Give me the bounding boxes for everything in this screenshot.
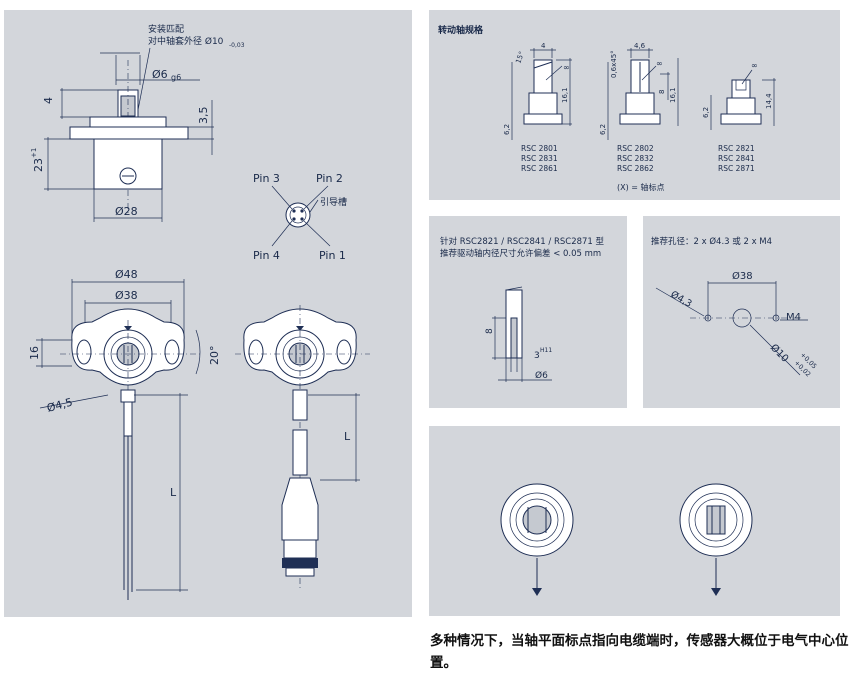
g3-model-1: RSC 2821 xyxy=(718,144,755,153)
g1-dim-a: 4 xyxy=(541,42,546,50)
g2-dim-a: 4,6 xyxy=(634,42,646,50)
dim-4: 4 xyxy=(42,97,55,104)
fit-note-tol: -0,03 xyxy=(229,42,245,49)
g3-dim-d: 14,4 xyxy=(765,93,773,109)
bottom-note: 多种情况下，当轴平面标点指向电缆端时，传感器大概位于电气中心位置。 xyxy=(430,633,849,671)
dim-shaft-fit: g6 xyxy=(171,73,181,82)
g2-model-3: RSC 2862 xyxy=(617,164,654,173)
g2-dim-b: 0,6x45° xyxy=(610,50,618,78)
mount-dim-4-3: Ø4,3 xyxy=(669,289,694,310)
coupling-dim-H11: H11 xyxy=(540,347,552,354)
shaft-panel-title: 转动轴规格 xyxy=(438,24,484,36)
mount-dim-M4: M4 xyxy=(786,312,801,323)
dim-shaft-dia: Ø6 xyxy=(152,68,168,81)
g3-dim-c: 6,2 xyxy=(702,107,710,118)
g2-dim-e: 16,1 xyxy=(669,87,677,103)
g3-model-3: RSC 2871 xyxy=(718,164,755,173)
dim-16: 16 xyxy=(28,346,41,360)
g1-model-1: RSC 2801 xyxy=(521,144,558,153)
g3-model-2: RSC 2841 xyxy=(718,154,755,163)
g2-model-1: RSC 2802 xyxy=(617,144,654,153)
coupling-panel xyxy=(429,216,627,408)
coupling-line-2: 推荐驱动轴内径尺寸允许偏差 < 0.05 mm xyxy=(440,248,601,259)
pin-1-label: Pin 1 xyxy=(319,249,346,262)
g2-dim-c: 6,2 xyxy=(599,124,607,135)
dim-23: 23 xyxy=(32,158,45,172)
guide-groove-label: 引导槽 xyxy=(320,196,347,208)
dim-L: L xyxy=(170,486,177,499)
pin-3-label: Pin 3 xyxy=(253,172,280,185)
shaft-legend: (X) = 轴标点 xyxy=(617,182,665,192)
mounting-hole-panel xyxy=(643,216,840,408)
front-view: Ø48 Ø38 16 20° Ø4,5 xyxy=(28,268,221,600)
dim-38: Ø38 xyxy=(115,289,138,302)
coupling-dim-8: 8 xyxy=(485,328,495,334)
connector-pin-view: Pin 3 Pin 2 Pin 4 Pin 1 引导槽 xyxy=(253,172,347,262)
g2-dim-d: 8 xyxy=(658,90,666,94)
g2-model-2: RSC 2832 xyxy=(617,154,654,163)
mount-dim-38: Ø38 xyxy=(732,270,753,282)
coupling-drawing: 针对 RSC2821 / RSC2841 / RSC2871 型 推荐驱动轴内径… xyxy=(440,236,605,382)
dim-20deg: 20° xyxy=(208,346,221,366)
orientation-panel xyxy=(429,426,840,616)
side-view: 安装匹配 对中轴套外径 Ø10 -0,03 Ø6 g6 4 3,5 xyxy=(30,23,245,222)
mount-drawing: 推荐孔径：2 x Ø4.3 或 2 x M4 Ø38 Ø4,3 M4 Ø10 +… xyxy=(651,236,818,379)
dim-L2: L xyxy=(344,430,351,443)
shaft-spec-drawings: 4 15° 6,2 16,1 ∞ RSC 2801 RSC 2831 RSC 2… xyxy=(438,24,776,192)
dim-48: Ø48 xyxy=(115,268,138,281)
dim-4-5: Ø4,5 xyxy=(45,396,74,415)
front-view-connector: L xyxy=(235,305,370,590)
fit-note-2: 对中轴套外径 Ø10 xyxy=(148,35,224,47)
g1-model-2: RSC 2831 xyxy=(521,154,558,163)
g2-inf: ∞ xyxy=(656,59,663,68)
coupling-dim-3: 3 xyxy=(534,351,540,361)
g1-dim-c: 6,2 xyxy=(503,124,511,135)
mount-dim-10: Ø10 xyxy=(768,342,791,365)
pin-2-label: Pin 2 xyxy=(316,172,343,185)
fit-note-1: 安装匹配 xyxy=(148,23,184,35)
orientation-drawing xyxy=(500,483,753,596)
g3-inf: ∞ xyxy=(751,61,758,70)
coupling-dim-6: Ø6 xyxy=(535,370,548,381)
g1-dim-d: 16,1 xyxy=(561,87,569,103)
g1-dim-b: 15° xyxy=(514,50,526,64)
coupling-line-1: 针对 RSC2821 / RSC2841 / RSC2871 型 xyxy=(440,236,605,247)
g1-inf: ∞ xyxy=(563,63,570,72)
g1-model-3: RSC 2861 xyxy=(521,164,558,173)
dim-3-5: 3,5 xyxy=(197,107,210,125)
dim-28: Ø28 xyxy=(115,205,138,218)
pin-4-label: Pin 4 xyxy=(253,249,280,262)
mount-title: 推荐孔径：2 x Ø4.3 或 2 x M4 xyxy=(651,236,772,247)
dim-23-tol: +1 xyxy=(30,148,38,158)
